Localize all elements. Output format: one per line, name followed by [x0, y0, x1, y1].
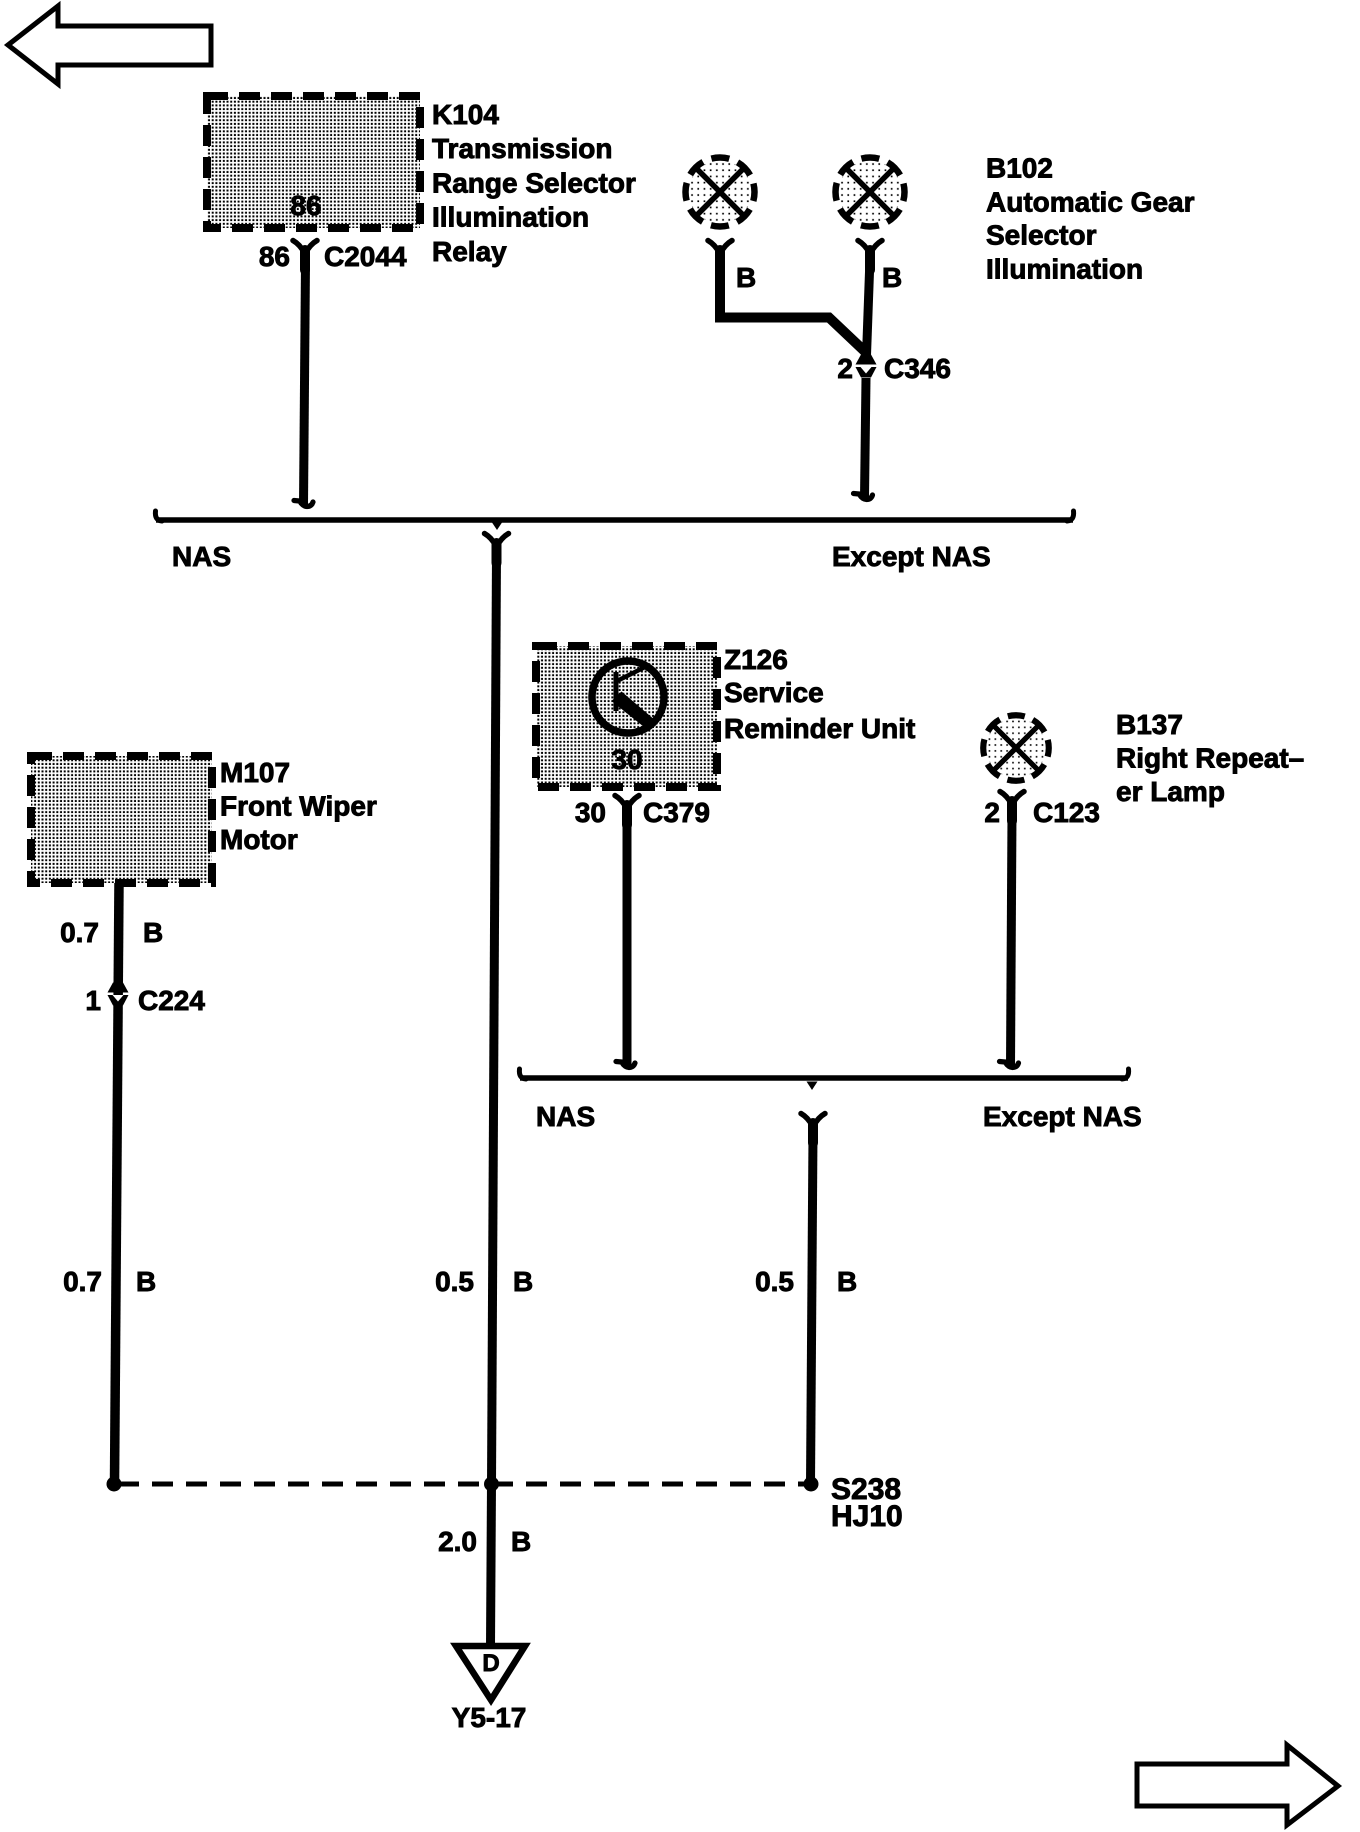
svg-text:NAS: NAS [536, 1101, 595, 1132]
svg-text:Service: Service [724, 677, 824, 708]
svg-text:Selector: Selector [986, 220, 1097, 251]
svg-text:C123: C123 [1033, 797, 1100, 828]
svg-text:K104: K104 [432, 99, 499, 130]
svg-text:Illumination: Illumination [986, 254, 1143, 285]
svg-text:Right Repeat–: Right Repeat– [1116, 743, 1304, 774]
svg-text:2: 2 [984, 797, 1000, 828]
svg-text:S238: S238 [831, 1473, 901, 1506]
svg-text:NAS: NAS [172, 541, 231, 572]
svg-text:Relay: Relay [432, 236, 507, 267]
svg-text:2.0: 2.0 [438, 1526, 477, 1557]
svg-text:Reminder Unit: Reminder Unit [724, 713, 915, 744]
svg-text:C379: C379 [643, 797, 710, 828]
svg-text:86: 86 [259, 241, 290, 272]
svg-text:HJ10: HJ10 [831, 1500, 903, 1533]
svg-text:B: B [882, 262, 902, 293]
svg-text:86: 86 [290, 190, 321, 221]
svg-text:1: 1 [85, 985, 101, 1016]
svg-text:Except NAS: Except NAS [983, 1101, 1142, 1132]
svg-text:B: B [736, 262, 756, 293]
svg-text:30: 30 [611, 744, 642, 775]
svg-text:B102: B102 [986, 153, 1053, 184]
svg-text:B: B [837, 1266, 857, 1297]
svg-text:Front Wiper: Front Wiper [220, 791, 377, 822]
svg-text:Illumination: Illumination [432, 202, 589, 233]
svg-text:B: B [136, 1266, 156, 1297]
svg-text:0.5: 0.5 [435, 1266, 474, 1297]
svg-text:Y5-17: Y5-17 [452, 1702, 527, 1733]
svg-text:er Lamp: er Lamp [1116, 776, 1225, 807]
svg-text:Except NAS: Except NAS [832, 541, 991, 572]
svg-text:30: 30 [575, 797, 606, 828]
svg-text:M107: M107 [220, 757, 290, 788]
svg-text:0.7: 0.7 [63, 1266, 102, 1297]
svg-text:Motor: Motor [220, 824, 298, 855]
svg-text:Z126: Z126 [724, 644, 788, 675]
svg-text:C224: C224 [138, 985, 205, 1016]
svg-text:2: 2 [837, 353, 853, 384]
svg-text:B: B [143, 917, 163, 948]
svg-text:0.5: 0.5 [755, 1266, 794, 1297]
svg-text:B: B [513, 1266, 533, 1297]
svg-text:B: B [511, 1526, 531, 1557]
svg-text:C346: C346 [884, 353, 951, 384]
svg-text:C2044: C2044 [324, 241, 407, 272]
svg-text:D: D [482, 1650, 499, 1677]
svg-text:B137: B137 [1116, 709, 1183, 740]
svg-text:Range Selector: Range Selector [432, 168, 636, 199]
svg-text:Automatic Gear: Automatic Gear [986, 187, 1195, 218]
svg-text:Transmission: Transmission [432, 133, 613, 164]
svg-text:0.7: 0.7 [60, 917, 99, 948]
